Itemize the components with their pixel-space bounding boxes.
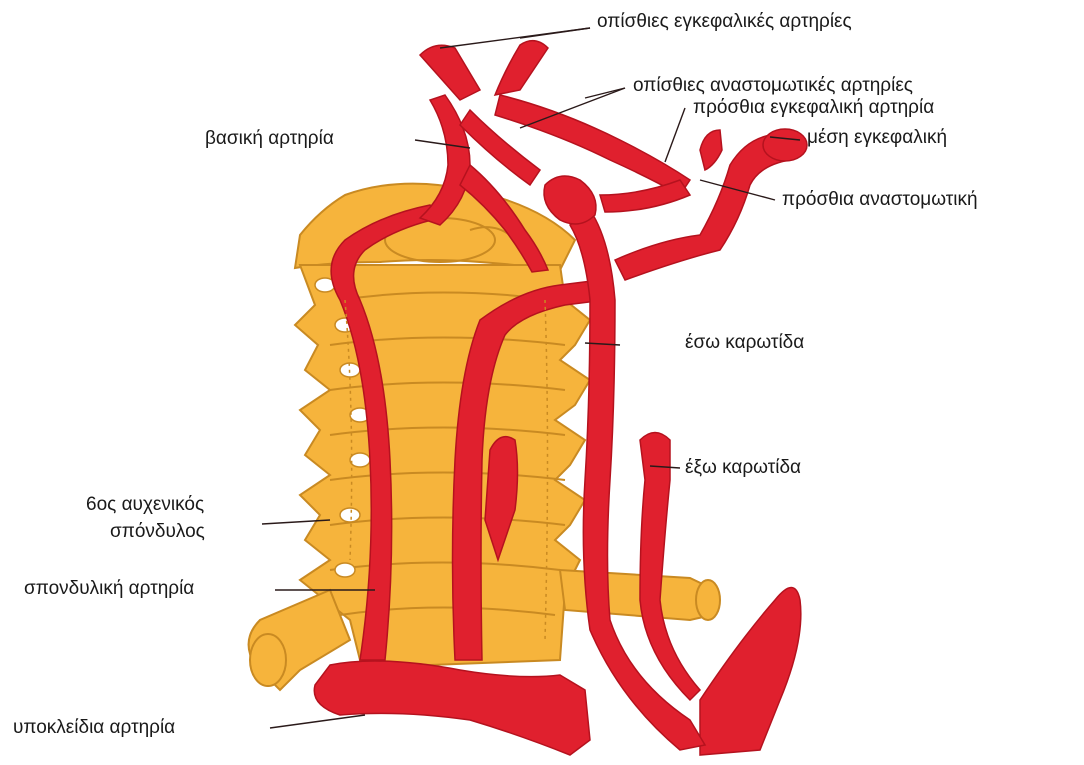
label-posterior-cerebral: οπίσθιες εγκεφαλικές αρτηρίες (597, 11, 852, 33)
label-vertebral: σπονδυλική αρτηρία (24, 578, 194, 600)
label-posterior-communicating: οπίσθιες αναστομωτικές αρτηρίες (633, 75, 913, 97)
label-middle-cerebral: μέση εγκεφαλική (807, 127, 947, 149)
label-sixth-cervical-line1: 6ος αυχενικός (86, 494, 204, 516)
label-external-carotid: έξω καρωτίδα (685, 457, 801, 479)
label-anterior-cerebral: πρόσθια εγκεφαλική αρτηρία (693, 97, 934, 119)
label-sixth-cervical-line2: σπόνδυλος (110, 521, 205, 543)
label-internal-carotid: έσω καρωτίδα (685, 332, 804, 354)
label-subclavian: υποκλείδια αρτηρία (13, 717, 175, 739)
label-anterior-communicating: πρόσθια αναστομωτική (782, 189, 978, 211)
label-basilar: βασική αρτηρία (205, 128, 334, 150)
